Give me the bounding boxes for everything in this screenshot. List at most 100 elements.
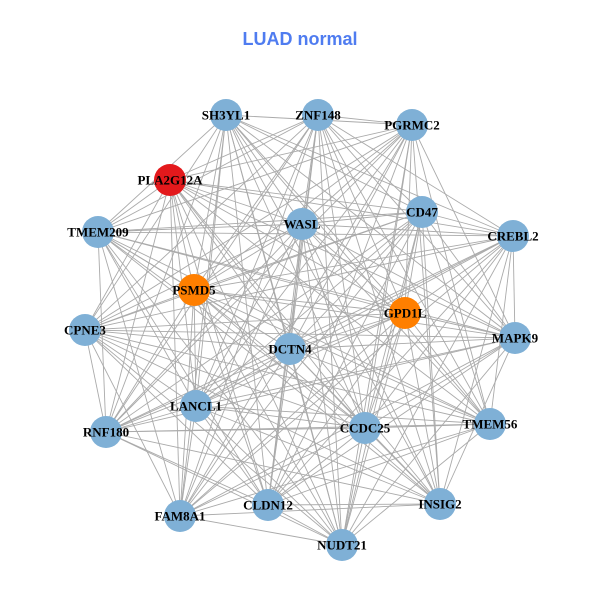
edge-PGRMC2-CPNE3	[84, 124, 413, 331]
chart-title: LUAD normal	[242, 29, 358, 49]
edge-RNF180-CLDN12	[105, 431, 269, 506]
edge-PSMD5-INSIG2	[193, 289, 441, 505]
node-circle[interactable]	[210, 99, 242, 131]
edge-CPNE3-CLDN12	[84, 329, 269, 506]
edge-SH3YL1-CCDC25	[225, 114, 366, 429]
edge-MAPK9-DCTN4	[289, 337, 516, 350]
node-circle[interactable]	[274, 333, 306, 365]
node-circle[interactable]	[406, 196, 438, 228]
edge-PGRMC2-MAPK9	[411, 124, 516, 339]
edge-SH3YL1-CREBL2	[225, 114, 514, 237]
node-dctn4[interactable]: DCTN4	[268, 333, 312, 365]
node-circle[interactable]	[474, 408, 506, 440]
edge-DCTN4-NUDT21	[289, 348, 343, 546]
node-nudt21[interactable]: NUDT21	[317, 529, 367, 561]
node-circle[interactable]	[286, 208, 318, 240]
node-psmd5[interactable]: PSMD5	[172, 274, 216, 306]
node-circle[interactable]	[252, 489, 284, 521]
node-mapk9[interactable]: MAPK9	[492, 322, 539, 354]
edge-CPNE3-RNF180	[84, 329, 107, 433]
node-circle[interactable]	[180, 390, 212, 422]
edge-CCDC25-INSIG2	[364, 427, 441, 505]
edge-GPD1L-CCDC25	[364, 312, 406, 429]
edge-CLDN12-INSIG2	[267, 503, 441, 506]
node-circle[interactable]	[82, 216, 114, 248]
edge-GPD1L-MAPK9	[404, 312, 516, 339]
node-circle[interactable]	[154, 164, 186, 196]
node-sh3yl1[interactable]: SH3YL1	[202, 99, 250, 131]
node-gpd1l[interactable]: GPD1L	[384, 297, 427, 329]
edge-SH3YL1-WASL	[225, 114, 303, 225]
node-label: GPD1L	[384, 306, 427, 321]
node-pla2g12a[interactable]: PLA2G12A	[138, 164, 204, 196]
node-ccdc25[interactable]: CCDC25	[340, 412, 391, 444]
node-circle[interactable]	[90, 416, 122, 448]
edge-CPNE3-INSIG2	[84, 329, 441, 505]
node-pgrmc2[interactable]: PGRMC2	[384, 109, 440, 141]
node-label: RNF180	[83, 425, 129, 440]
node-circle[interactable]	[69, 314, 101, 346]
node-label: CLDN12	[243, 498, 293, 513]
edge-CPNE3-FAM8A1	[84, 329, 181, 517]
edge-CREBL2-MAPK9	[512, 235, 516, 339]
node-znf148[interactable]: ZNF148	[295, 99, 341, 131]
edge-CREBL2-INSIG2	[439, 235, 514, 505]
edge-PLA2G12A-CCDC25	[169, 179, 366, 429]
edge-WASL-GPD1L	[301, 223, 406, 314]
edge-CPNE3-DCTN4	[84, 329, 291, 350]
edge-DCTN4-LANCL1	[195, 348, 291, 407]
node-tmem209[interactable]: TMEM209	[67, 216, 129, 248]
node-rnf180[interactable]: RNF180	[83, 416, 129, 448]
node-insig2[interactable]: INSIG2	[418, 488, 462, 520]
node-circle[interactable]	[389, 297, 421, 329]
edge-TMEM209-CCDC25	[97, 231, 366, 429]
edge-WASL-TMEM209	[97, 223, 303, 233]
edge-CPNE3-CCDC25	[84, 329, 366, 429]
edge-ZNF148-PLA2G12A	[169, 114, 319, 181]
edge-FAM8A1-NUDT21	[179, 515, 343, 546]
edge-PLA2G12A-DCTN4	[169, 179, 291, 350]
edge-CREBL2-CPNE3	[84, 235, 514, 331]
node-circle[interactable]	[164, 500, 196, 532]
node-label: CREBL2	[487, 229, 538, 244]
edge-CD47-FAM8A1	[179, 211, 423, 517]
node-cd47[interactable]: CD47	[406, 196, 438, 228]
edge-WASL-CLDN12	[267, 223, 303, 506]
edge-ZNF148-NUDT21	[317, 114, 343, 546]
node-crebl2[interactable]: CREBL2	[487, 220, 539, 252]
node-circle[interactable]	[178, 274, 210, 306]
edge-PSMD5-MAPK9	[193, 289, 516, 339]
edge-PSMD5-TMEM56	[193, 289, 491, 425]
edge-CD47-LANCL1	[195, 211, 423, 407]
edge-PGRMC2-RNF180	[105, 124, 413, 433]
edge-PLA2G12A-FAM8A1	[169, 179, 181, 517]
node-label: SH3YL1	[202, 108, 250, 123]
node-wasl[interactable]: WASL	[284, 208, 321, 240]
edge-ZNF148-CLDN12	[267, 114, 319, 506]
node-circle[interactable]	[499, 322, 531, 354]
edge-PGRMC2-TMEM56	[411, 124, 491, 425]
edge-MAPK9-NUDT21	[341, 337, 516, 546]
node-cldn12[interactable]: CLDN12	[243, 489, 293, 521]
edge-WASL-CCDC25	[301, 223, 366, 429]
node-circle[interactable]	[497, 220, 529, 252]
edge-LANCL1-TMEM56	[195, 405, 491, 425]
node-circle[interactable]	[302, 99, 334, 131]
node-tmem56[interactable]: TMEM56	[463, 408, 518, 440]
edge-ZNF148-GPD1L	[317, 114, 406, 314]
node-cpne3[interactable]: CPNE3	[64, 314, 106, 346]
edge-MAPK9-CCDC25	[364, 337, 516, 429]
edge-CREBL2-GPD1L	[404, 235, 514, 314]
node-circle[interactable]	[326, 529, 358, 561]
node-fam8a1[interactable]: FAM8A1	[154, 500, 206, 532]
node-circle[interactable]	[424, 488, 456, 520]
node-lancl1[interactable]: LANCL1	[170, 390, 222, 422]
node-circle[interactable]	[349, 412, 381, 444]
edge-CREBL2-FAM8A1	[179, 235, 514, 517]
node-label: PSMD5	[172, 283, 216, 298]
edge-CD47-TMEM56	[421, 211, 491, 425]
node-label: WASL	[284, 217, 321, 232]
edge-WASL-NUDT21	[301, 223, 343, 546]
node-circle[interactable]	[396, 109, 428, 141]
